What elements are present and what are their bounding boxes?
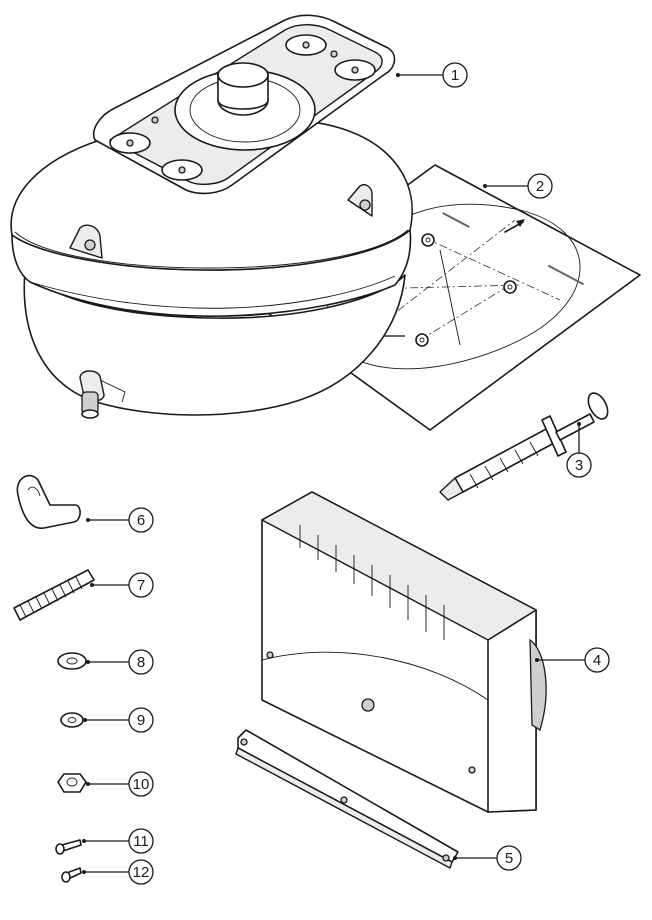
callout-anchor-7 (90, 583, 94, 587)
callout-11: 11 (82, 828, 154, 854)
callout-anchor-6 (86, 518, 90, 522)
callout-balloon-2 (527, 173, 553, 199)
callout-number-8: 8 (137, 654, 145, 671)
callout-number-6: 6 (137, 512, 145, 529)
callout-balloon-8 (128, 649, 154, 675)
flat-washer-drawing (57, 652, 87, 670)
callout-4: 4 (535, 647, 610, 673)
callout-9: 9 (83, 707, 154, 733)
callout-number-2: 2 (536, 178, 544, 195)
callout-7: 7 (90, 572, 154, 598)
screw-drawing-12 (61, 867, 82, 883)
callout-anchor-8 (86, 660, 90, 664)
callout-balloon-7 (128, 572, 154, 598)
callout-anchor-2 (483, 184, 487, 188)
callout-anchor-12 (82, 870, 86, 874)
callout-8: 8 (86, 649, 154, 675)
callout-anchor-4 (535, 658, 539, 662)
callout-number-4: 4 (593, 652, 601, 669)
callout-number-7: 7 (137, 577, 145, 594)
callout-2: 2 (483, 173, 553, 199)
callout-number-12: 12 (133, 864, 150, 881)
threaded-stud-drawing (13, 569, 95, 621)
callout-balloon-3 (566, 452, 592, 478)
callout-balloon-6 (128, 507, 154, 533)
callout-6: 6 (86, 507, 154, 533)
callout-balloon-11 (128, 828, 154, 854)
spring-washer-drawing (60, 712, 84, 728)
callout-10: 10 (86, 771, 154, 797)
hex-nut-drawing (57, 773, 87, 793)
callout-balloon-9 (128, 707, 154, 733)
callout-anchor-5 (453, 856, 457, 860)
bracket-drawing (235, 729, 459, 869)
callout-1: 1 (396, 62, 468, 88)
cable-clip-drawing (16, 474, 81, 529)
callout-anchor-1 (396, 73, 400, 77)
callout-anchor-3 (577, 422, 581, 426)
callout-balloon-1 (442, 62, 468, 88)
callout-balloon-4 (584, 647, 610, 673)
callout-number-3: 3 (575, 457, 583, 474)
screw-drawing-11 (55, 839, 82, 855)
callout-12: 12 (82, 859, 154, 885)
dome-unit-drawing (10, 14, 413, 419)
callout-anchor-10 (86, 782, 90, 786)
callout-balloon-12 (128, 859, 154, 885)
callout-3: 3 (566, 422, 592, 478)
callout-number-11: 11 (133, 833, 149, 850)
callout-5: 5 (453, 845, 522, 871)
callout-anchor-11 (82, 839, 86, 843)
syringe-drawing (439, 392, 609, 501)
junction-box-drawing (261, 491, 547, 813)
callout-anchor-9 (83, 718, 87, 722)
callout-balloon-5 (496, 845, 522, 871)
callout-number-1: 1 (451, 67, 459, 84)
callout-number-10: 10 (133, 776, 150, 793)
callout-number-9: 9 (137, 712, 145, 729)
callout-number-5: 5 (505, 850, 513, 867)
callout-balloon-10 (128, 771, 154, 797)
